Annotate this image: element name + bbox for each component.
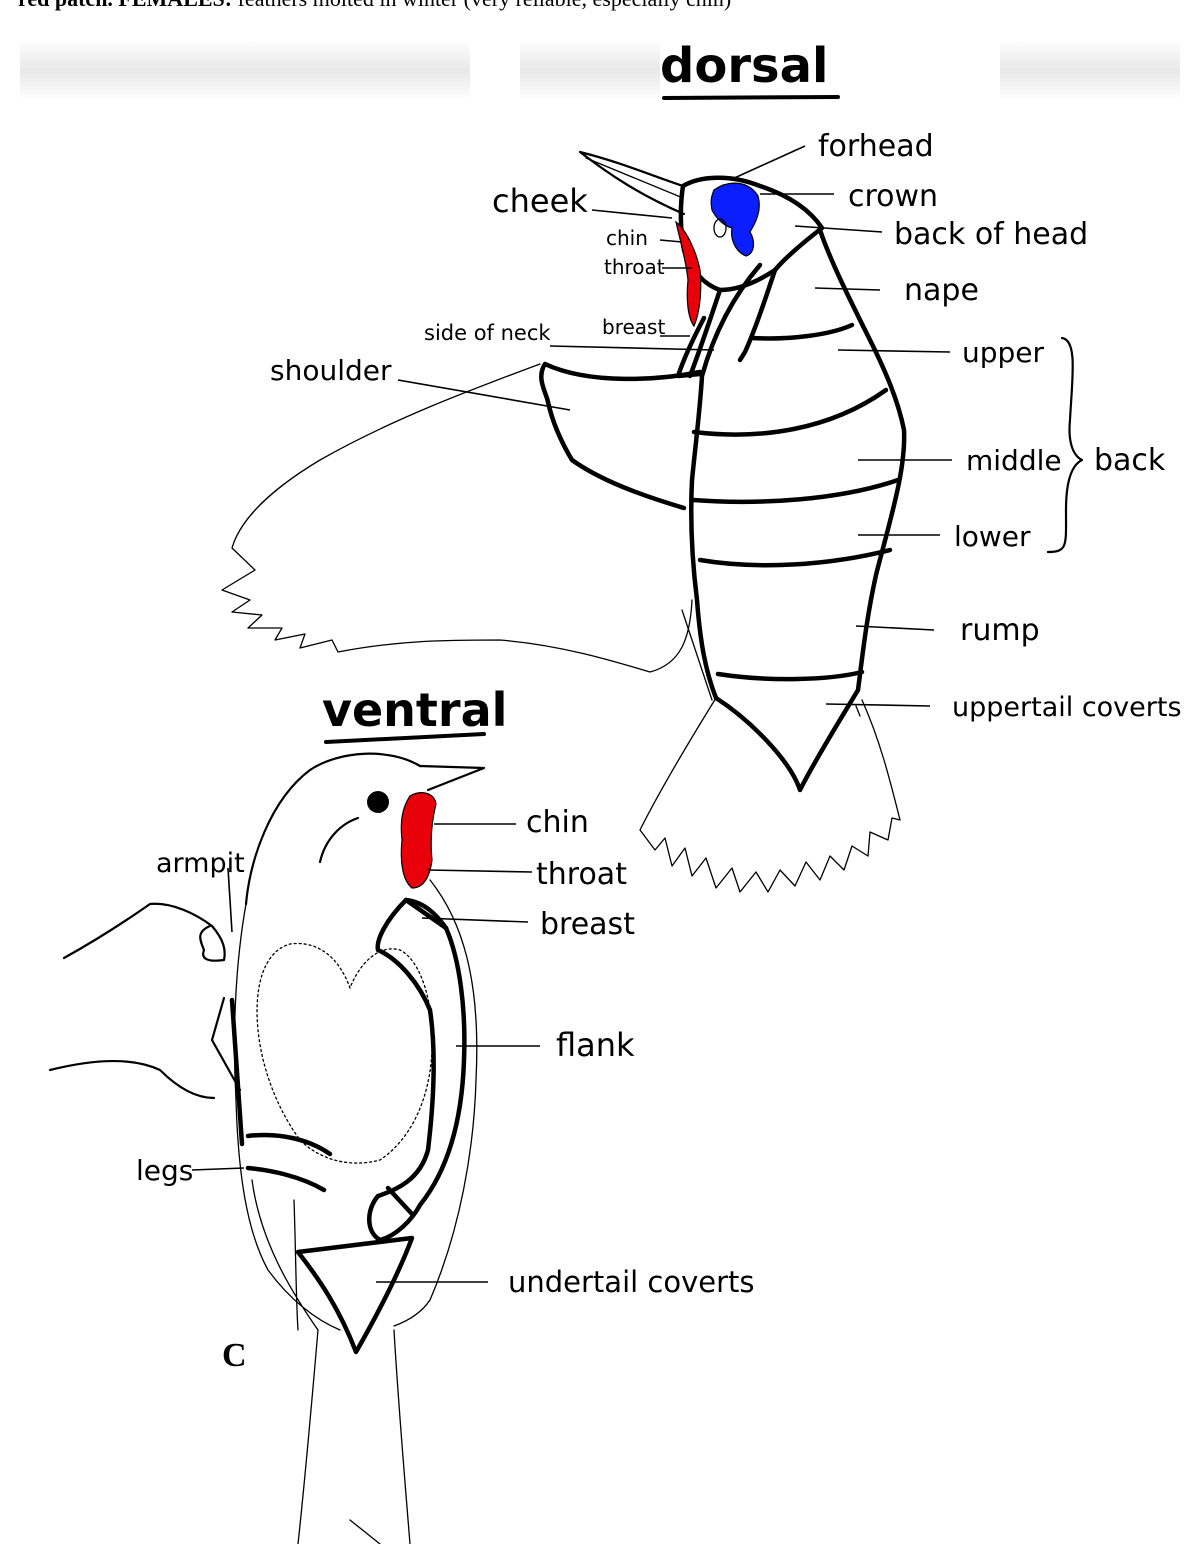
label-crown: crown — [848, 179, 938, 214]
ventral-breast-line — [406, 900, 446, 928]
ventral-title: ventral — [322, 683, 507, 737]
dorsal-tail-outline — [640, 698, 900, 892]
label-breast-ventral: breast — [540, 907, 635, 942]
label-upper: upper — [962, 336, 1045, 369]
label-undertail-coverts: undertail coverts — [508, 1265, 755, 1299]
label-middle: middle — [966, 444, 1062, 477]
dorsal-shoulder-patch — [541, 364, 700, 508]
holding-hand-lower — [50, 1061, 214, 1098]
ventral-cheek-line — [320, 818, 358, 862]
ventral-body-outline — [234, 880, 476, 1330]
dorsal-title: dorsal — [660, 38, 828, 94]
ventral-wing-lines — [252, 1180, 318, 1330]
dorsal-bird — [222, 152, 904, 892]
label-back-of-head: back of head — [894, 217, 1088, 252]
label-flank: flank — [556, 1026, 635, 1064]
dorsal-wing-outline — [222, 364, 692, 672]
label-chin-ventral: chin — [526, 805, 589, 840]
label-back: back — [1094, 443, 1166, 478]
ventral-bill — [420, 766, 484, 790]
ventral-leaders — [192, 824, 540, 1282]
dorsal-body-outline — [691, 230, 904, 790]
ventral-flank-band — [369, 900, 464, 1240]
label-throat-ventral: throat — [536, 857, 627, 892]
label-cheek: cheek — [492, 182, 588, 220]
label-armpit: armpit — [156, 848, 245, 879]
dorsal-eye — [714, 219, 726, 237]
ventral-undertail-band — [388, 1188, 412, 1214]
label-forehead: forhead — [818, 129, 934, 164]
dorsal-band-coverts — [718, 672, 862, 679]
label-chin-dorsal: chin — [606, 226, 648, 250]
label-breast-dorsal: breast — [602, 315, 665, 339]
dorsal-bill-line — [586, 158, 683, 198]
ventral-eye — [367, 791, 389, 813]
ventral-leg-band — [248, 1135, 330, 1190]
label-throat-dorsal: throat — [604, 255, 665, 279]
dorsal-tail-inner — [682, 610, 860, 716]
ventral-belly-outline — [257, 943, 432, 1163]
dorsal-band-lower — [693, 480, 898, 502]
label-nape: nape — [904, 273, 979, 308]
panel-letter: C — [222, 1337, 247, 1374]
ventral-tail — [298, 1330, 410, 1544]
label-lower: lower — [954, 520, 1031, 553]
ventral-head-outline — [246, 754, 420, 904]
label-uppertail-coverts: uppertail coverts — [952, 692, 1182, 723]
label-side-of-neck: side of neck — [424, 321, 551, 345]
dorsal-title-underline — [664, 97, 838, 98]
dorsal-band-middle — [694, 390, 886, 435]
dorsal-band-rump — [700, 550, 890, 565]
dorsal-red-throat-patch — [676, 222, 701, 326]
label-rump: rump — [960, 613, 1040, 648]
dorsal-band-upper — [752, 325, 852, 338]
ventral-bird — [50, 754, 484, 1544]
label-shoulder: shoulder — [270, 354, 392, 387]
ventral-red-patch — [401, 793, 436, 888]
holding-hand-upper — [64, 904, 225, 961]
label-legs: legs — [136, 1154, 193, 1187]
